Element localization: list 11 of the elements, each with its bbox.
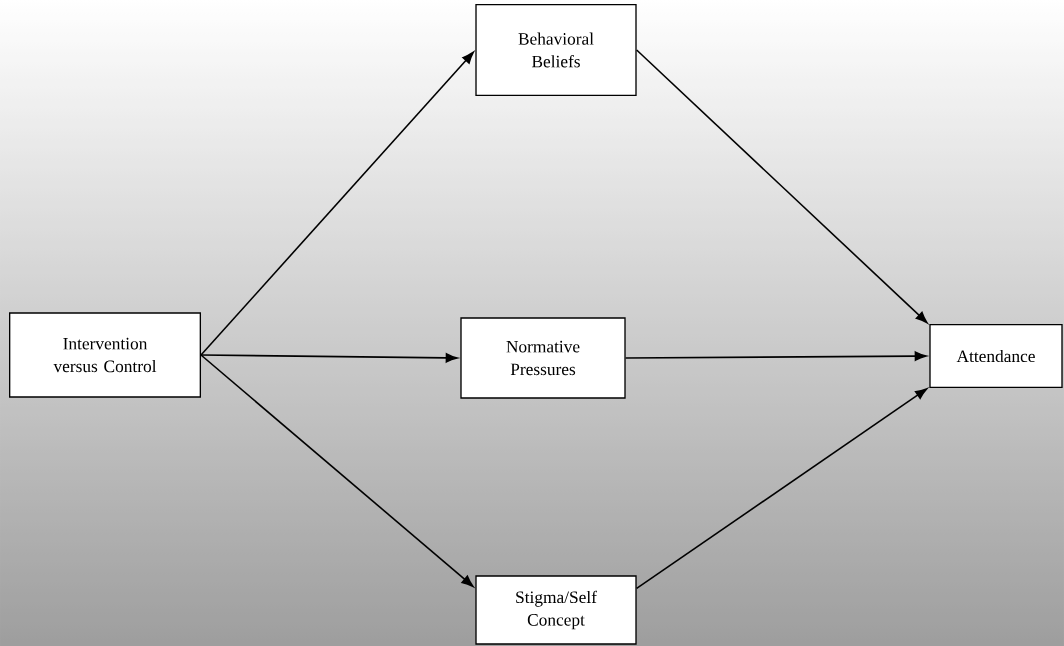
box: Intervention versus Control <box>9 312 201 398</box>
arrow <box>200 51 474 356</box>
box: Stigma/Self Concept <box>475 575 637 645</box>
arrow <box>200 354 474 587</box>
box: Normative Pressures <box>460 317 626 399</box>
arrow <box>635 49 928 324</box>
box: Attendance <box>929 324 1063 388</box>
arrow <box>635 388 928 590</box>
arrow <box>624 351 927 361</box>
box: Behavioral Beliefs <box>475 4 637 96</box>
arrow <box>200 353 458 363</box>
